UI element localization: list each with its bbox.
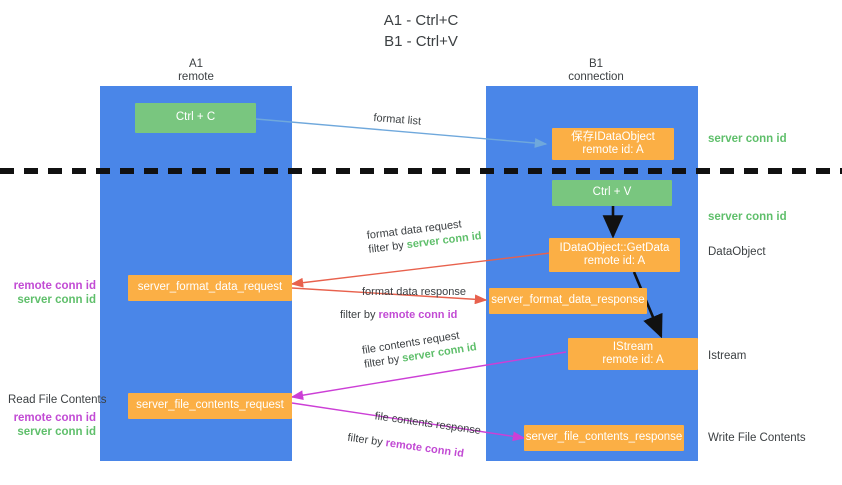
left-label-low-remote: remote conn id [13, 412, 96, 424]
filter-prefix: filter by [340, 309, 379, 321]
section-divider [0, 168, 842, 174]
right-label-server-conn-id-top: server conn id [708, 133, 787, 145]
box-save-idataobject-line2: remote id: A [582, 144, 644, 156]
right-label-write-file-contents: Write File Contents [708, 432, 806, 444]
column-header-b1-role: connection [568, 71, 624, 83]
right-label-server-conn-id-second: server conn id [708, 211, 787, 223]
page-title: A1 - Ctrl+C B1 - Ctrl+V [0, 10, 842, 52]
box-idataobject-getdata-line1: IDataObject::GetData [559, 241, 670, 254]
edge-label-format-data-response-filter: filter by remote conn id [340, 299, 466, 322]
left-label-mid-conn-ids: remote conn id server conn id [10, 279, 96, 307]
left-label-low-server: server conn id [17, 426, 96, 438]
left-label-low-conn-ids: remote conn id server conn id [10, 411, 96, 439]
filter-value: remote conn id [378, 309, 458, 321]
left-label-mid-remote: remote conn id [13, 280, 96, 292]
edge-label-format-list-text: format list [372, 111, 422, 128]
box-istream-line1: IStream [612, 340, 654, 353]
box-idataobject-getdata[interactable]: IDataObject::GetData remote id: A [549, 238, 680, 272]
box-ctrl-c[interactable]: Ctrl + C [135, 103, 256, 133]
filter-value: remote conn id [384, 437, 465, 460]
box-idataobject-getdata-line2: remote id: A [583, 255, 646, 267]
box-ctrl-v-label: Ctrl + V [592, 186, 632, 199]
right-label-istream: Istream [708, 350, 747, 362]
edge-label-format-list: format list [373, 111, 422, 129]
edge-label-format-data-response-text: format data response [362, 286, 466, 298]
box-server-file-contents-request[interactable]: server_file_contents_request [128, 393, 292, 419]
column-header-b1: B1 connection [536, 58, 656, 84]
box-save-idataobject-line1: 保存IDataObject [571, 130, 655, 143]
box-save-idataobject[interactable]: 保存IDataObject remote id: A [552, 128, 674, 160]
column-header-a1-role: remote [178, 71, 214, 83]
right-label-dataobject: DataObject [708, 246, 766, 258]
box-istream-line2: remote id: A [602, 354, 664, 366]
box-server-file-contents-response[interactable]: server_file_contents_response [524, 425, 684, 451]
left-label-mid-server: server conn id [17, 294, 96, 306]
box-istream[interactable]: IStream remote id: A [568, 338, 698, 370]
left-label-read-file-contents: Read File Contents [8, 394, 107, 406]
edge-label-format-data-response: format data response filter by remote co… [340, 285, 466, 322]
edge-label-file-contents-request: file contents request filter by server c… [361, 326, 478, 371]
filter-prefix: filter by [367, 239, 408, 256]
edge-label-file-contents-response: file contents response filter by remote … [347, 406, 482, 463]
box-ctrl-v[interactable]: Ctrl + V [552, 180, 672, 206]
box-server-file-contents-response-label: server_file_contents_response [525, 431, 683, 444]
column-header-a1-name: A1 [188, 58, 204, 70]
box-server-format-data-request[interactable]: server_format_data_request [128, 275, 292, 301]
box-ctrl-c-label: Ctrl + C [175, 111, 216, 124]
box-server-format-data-request-label: server_format_data_request [137, 281, 283, 294]
column-header-a1: A1 remote [136, 58, 256, 84]
filter-prefix: filter by [346, 431, 387, 449]
column-header-b1-name: B1 [588, 58, 604, 70]
box-server-format-data-response[interactable]: server_format_data_response [489, 288, 647, 314]
box-server-file-contents-request-label: server_file_contents_request [136, 399, 284, 412]
box-server-format-data-response-label: server_format_data_response [491, 294, 645, 307]
title-line-1: A1 - Ctrl+C [383, 12, 459, 29]
edge-label-format-data-request: format data request filter by server con… [366, 215, 482, 257]
title-line-2: B1 - Ctrl+V [384, 33, 458, 50]
